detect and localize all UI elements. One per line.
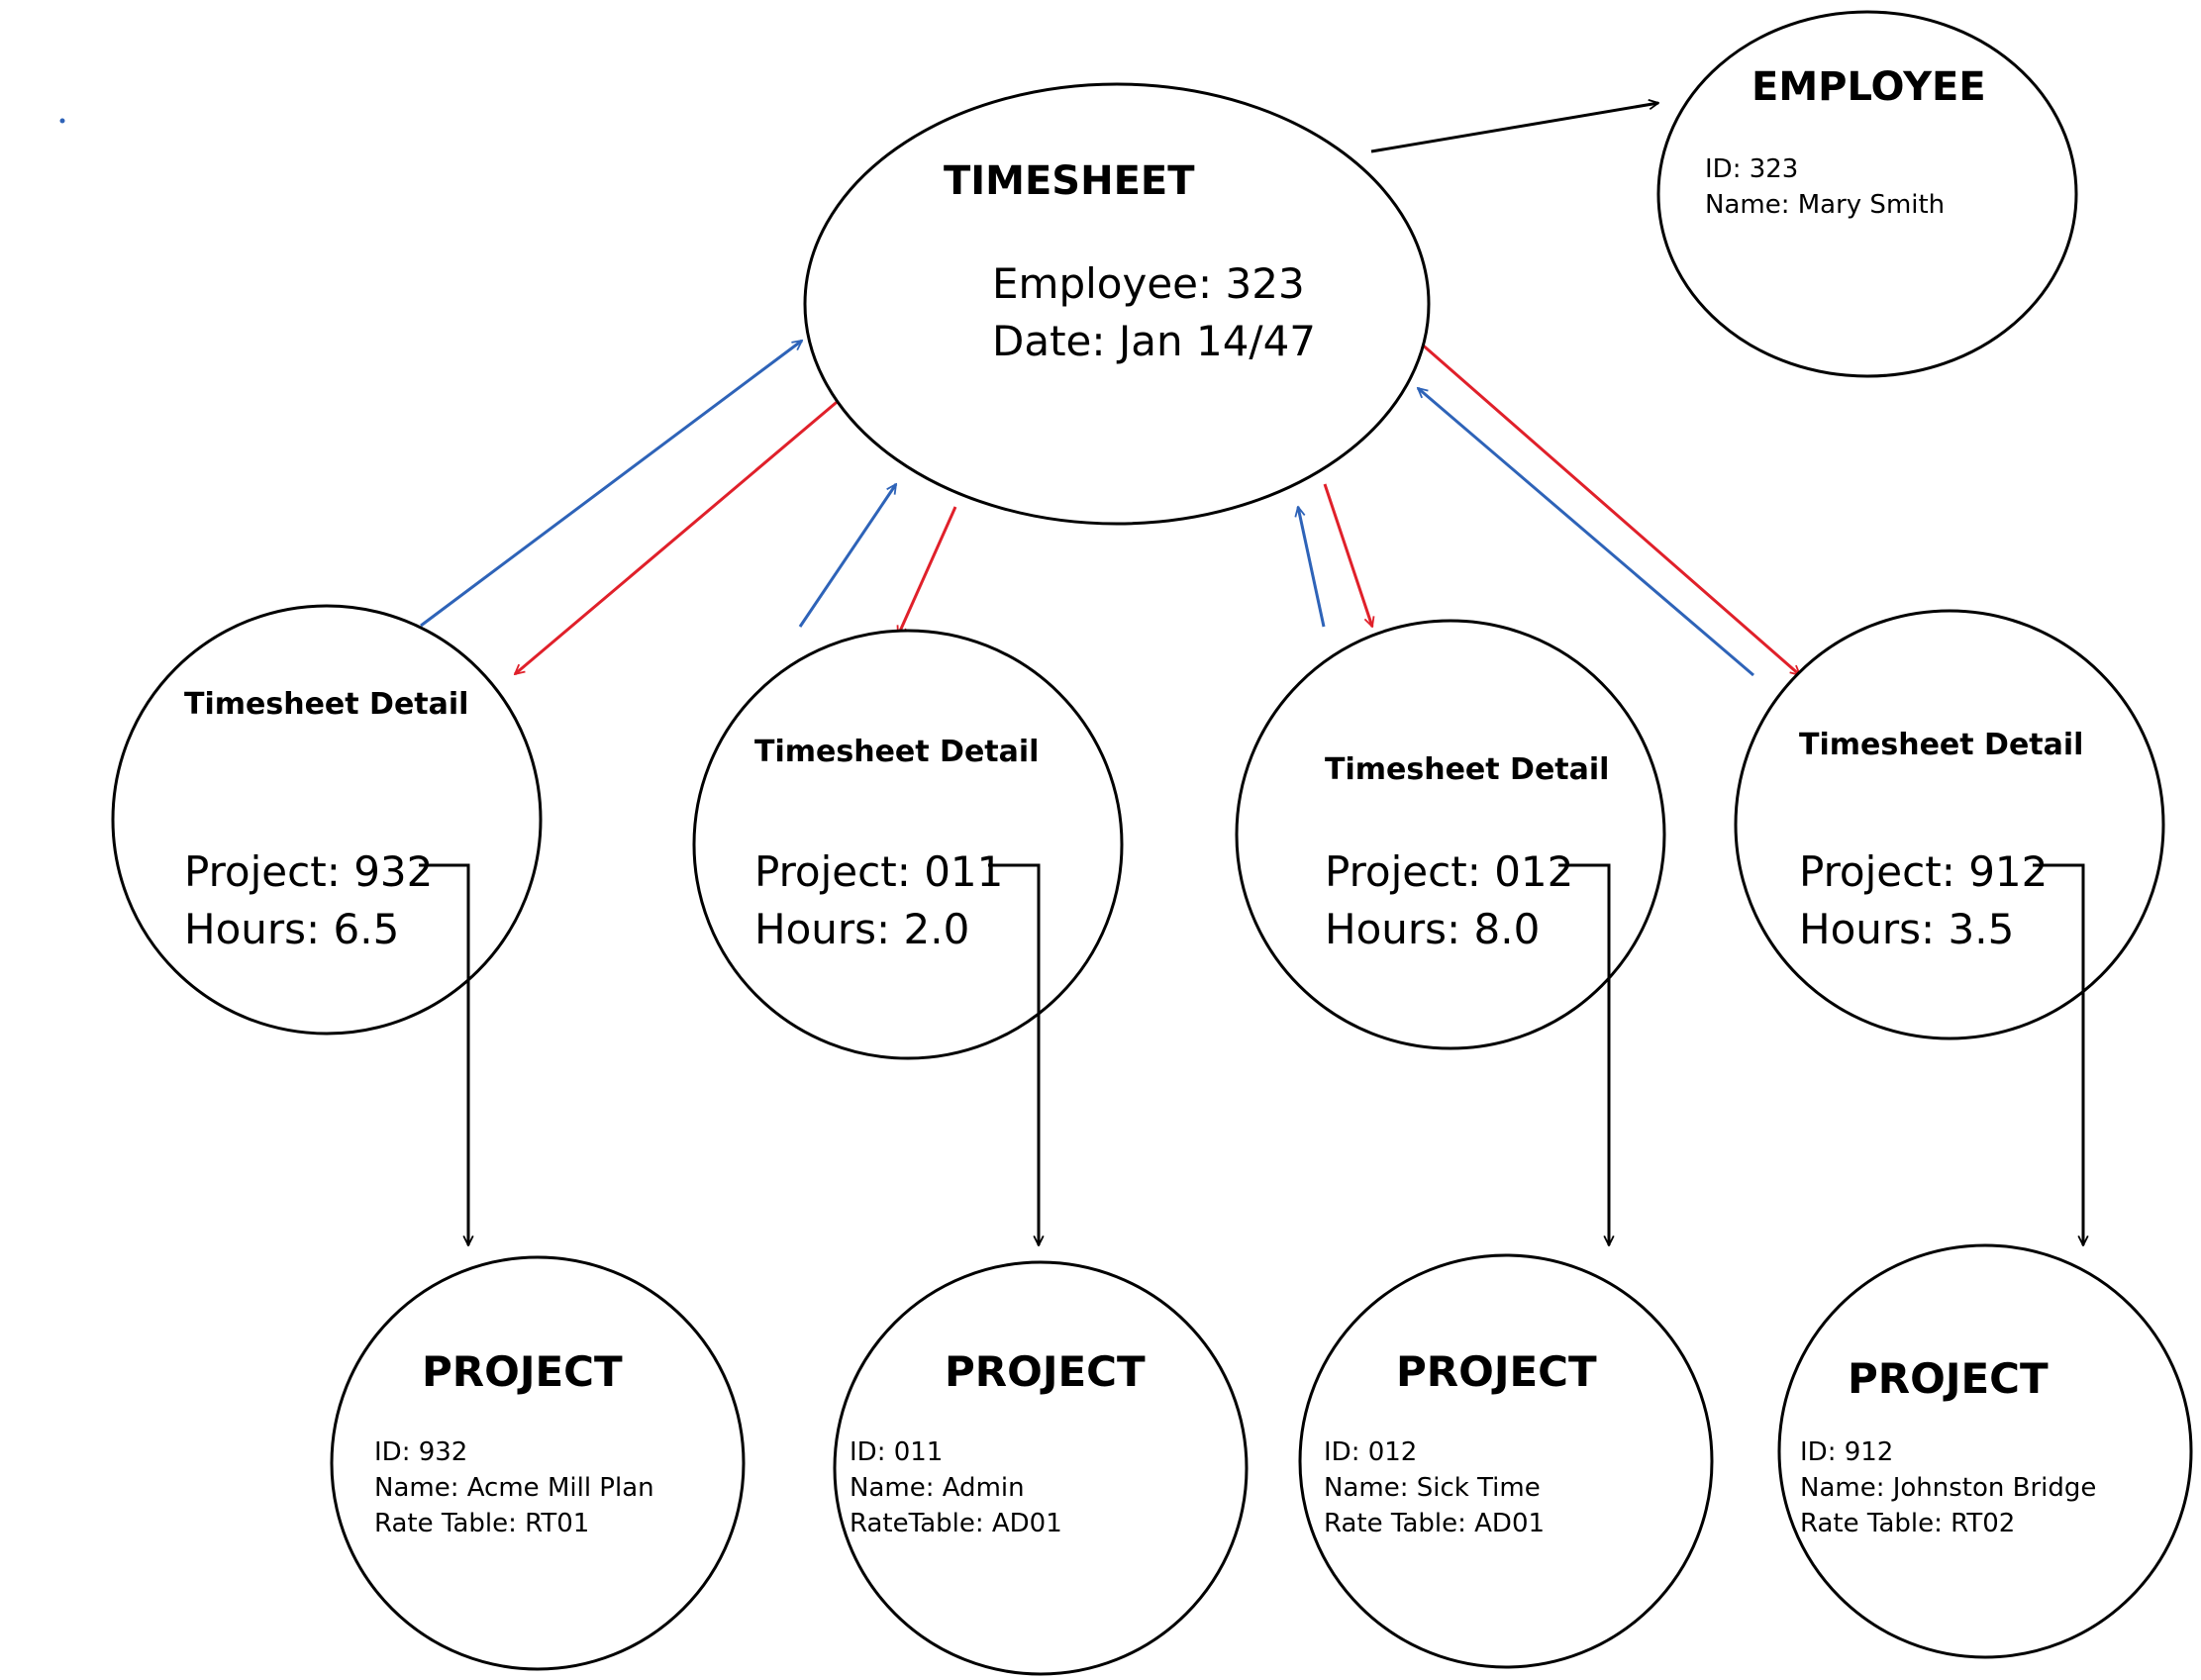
arrow-timesheet-to-detail2	[898, 506, 957, 636]
detail-2-project-line: Project: 011	[754, 847, 1004, 896]
detail-node-4	[1734, 609, 2165, 1040]
timesheet-date-line: Date: Jan 14/47	[992, 317, 1317, 365]
project-4-id-line: ID: 912	[1800, 1437, 1894, 1467]
arrow-detail2-to-timesheet	[798, 484, 898, 628]
detail-4-hours-line: Hours: 3.5	[1799, 905, 2015, 953]
arrow-detail3-to-timesheet	[1298, 507, 1326, 628]
project-node-3	[1298, 1253, 1714, 1669]
timesheet-employee-line: Employee: 323	[992, 259, 1305, 308]
project-3-name-line: Name: Sick Time	[1324, 1473, 1541, 1503]
detail-3-hours-line: Hours: 8.0	[1325, 905, 1541, 953]
project-4-title: PROJECT	[1848, 1354, 2049, 1403]
arrow-detail4-to-project4	[2033, 863, 2083, 1245]
arrow-timesheet-to-detail4	[1419, 341, 1800, 675]
employee-node	[1656, 10, 2078, 378]
employee-title: EMPLOYEE	[1751, 64, 1986, 110]
detail-node-3	[1235, 619, 1666, 1050]
timesheet-title: TIMESHEET	[944, 158, 1195, 204]
project-2-rate-line: RateTable: AD01	[850, 1509, 1062, 1538]
arrow-detail1-to-project1	[419, 863, 468, 1245]
stray-dot	[59, 118, 65, 124]
detail-1-project-line: Project: 932	[184, 847, 434, 896]
employee-id-line: ID: 323	[1705, 154, 1799, 184]
arrow-detail2-to-project2	[988, 863, 1039, 1245]
project-3-rate-line: Rate Table: AD01	[1324, 1509, 1546, 1538]
project-3-title: PROJECT	[1396, 1347, 1597, 1396]
detail-4-title: Timesheet Detail	[1799, 728, 2084, 762]
timesheet-node	[803, 82, 1431, 526]
arrow-timesheet-to-employee	[1370, 103, 1658, 153]
detail-3-project-line: Project: 012	[1325, 847, 1574, 896]
project-node-4	[1777, 1243, 2193, 1659]
arrow-detail1-to-timesheet	[420, 341, 802, 628]
detail-4-project-line: Project: 912	[1799, 847, 2049, 896]
project-3-id-line: ID: 012	[1324, 1437, 1418, 1467]
detail-1-hours-line: Hours: 6.5	[184, 905, 400, 953]
project-2-title: PROJECT	[945, 1347, 1146, 1396]
detail-2-title: Timesheet Detail	[754, 735, 1040, 769]
project-1-name-line: Name: Acme Mill Plan	[374, 1473, 654, 1503]
project-1-rate-line: Rate Table: RT01	[374, 1509, 590, 1538]
project-1-title: PROJECT	[422, 1347, 623, 1396]
arrow-timesheet-to-detail3	[1323, 483, 1372, 627]
project-4-rate-line: Rate Table: RT02	[1800, 1509, 2016, 1538]
project-1-id-line: ID: 932	[374, 1437, 468, 1467]
detail-2-hours-line: Hours: 2.0	[754, 905, 970, 953]
arrow-detail3-to-project3	[1558, 863, 1609, 1245]
project-node-1	[330, 1255, 746, 1671]
detail-1-title: Timesheet Detail	[184, 687, 469, 722]
arrow-detail4-to-timesheet	[1418, 388, 1754, 677]
detail-node-1	[111, 604, 543, 1036]
project-4-name-line: Name: Johnston Bridge	[1800, 1473, 2097, 1503]
detail-node-2	[692, 629, 1124, 1060]
employee-name-line: Name: Mary Smith	[1705, 190, 1946, 220]
project-node-2	[833, 1260, 1249, 1676]
detail-3-title: Timesheet Detail	[1325, 752, 1610, 787]
arrow-timesheet-to-detail1	[515, 396, 843, 674]
project-2-id-line: ID: 011	[850, 1437, 944, 1467]
project-2-name-line: Name: Admin	[850, 1473, 1025, 1503]
